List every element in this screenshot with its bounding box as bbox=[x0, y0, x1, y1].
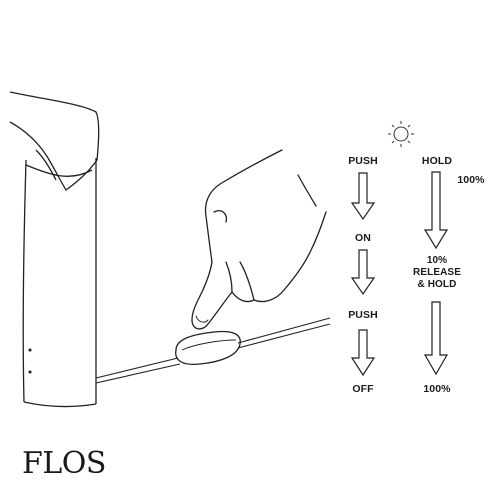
label-on: ON bbox=[355, 232, 371, 244]
label-off: OFF bbox=[352, 383, 374, 395]
lamp-icon bbox=[9, 91, 100, 408]
hand-icon bbox=[191, 149, 327, 330]
label-release: RELEASE bbox=[413, 267, 461, 278]
arrow-down-icon-on-push bbox=[350, 249, 376, 296]
label-push-1: PUSH bbox=[348, 155, 378, 167]
label-level-10: 10% bbox=[426, 255, 448, 266]
label-and-hold: & HOLD bbox=[417, 279, 457, 290]
flos-logo: FLOS bbox=[22, 446, 106, 481]
sun-icon bbox=[388, 121, 414, 147]
label-push-2: PUSH bbox=[348, 309, 378, 321]
cable-line bbox=[95, 317, 331, 384]
label-level-100-top: 100% bbox=[457, 174, 485, 186]
arrow-down-icon-hold-dim bbox=[423, 171, 449, 250]
arrow-down-icon-push-on bbox=[350, 172, 376, 221]
label-level-100-bottom: 100% bbox=[423, 383, 451, 395]
label-hold: HOLD bbox=[421, 155, 453, 167]
arrow-down-icon-release-hold bbox=[423, 301, 449, 376]
arrow-down-icon-push-off bbox=[350, 329, 376, 377]
dimmer-switch-icon bbox=[175, 330, 241, 366]
